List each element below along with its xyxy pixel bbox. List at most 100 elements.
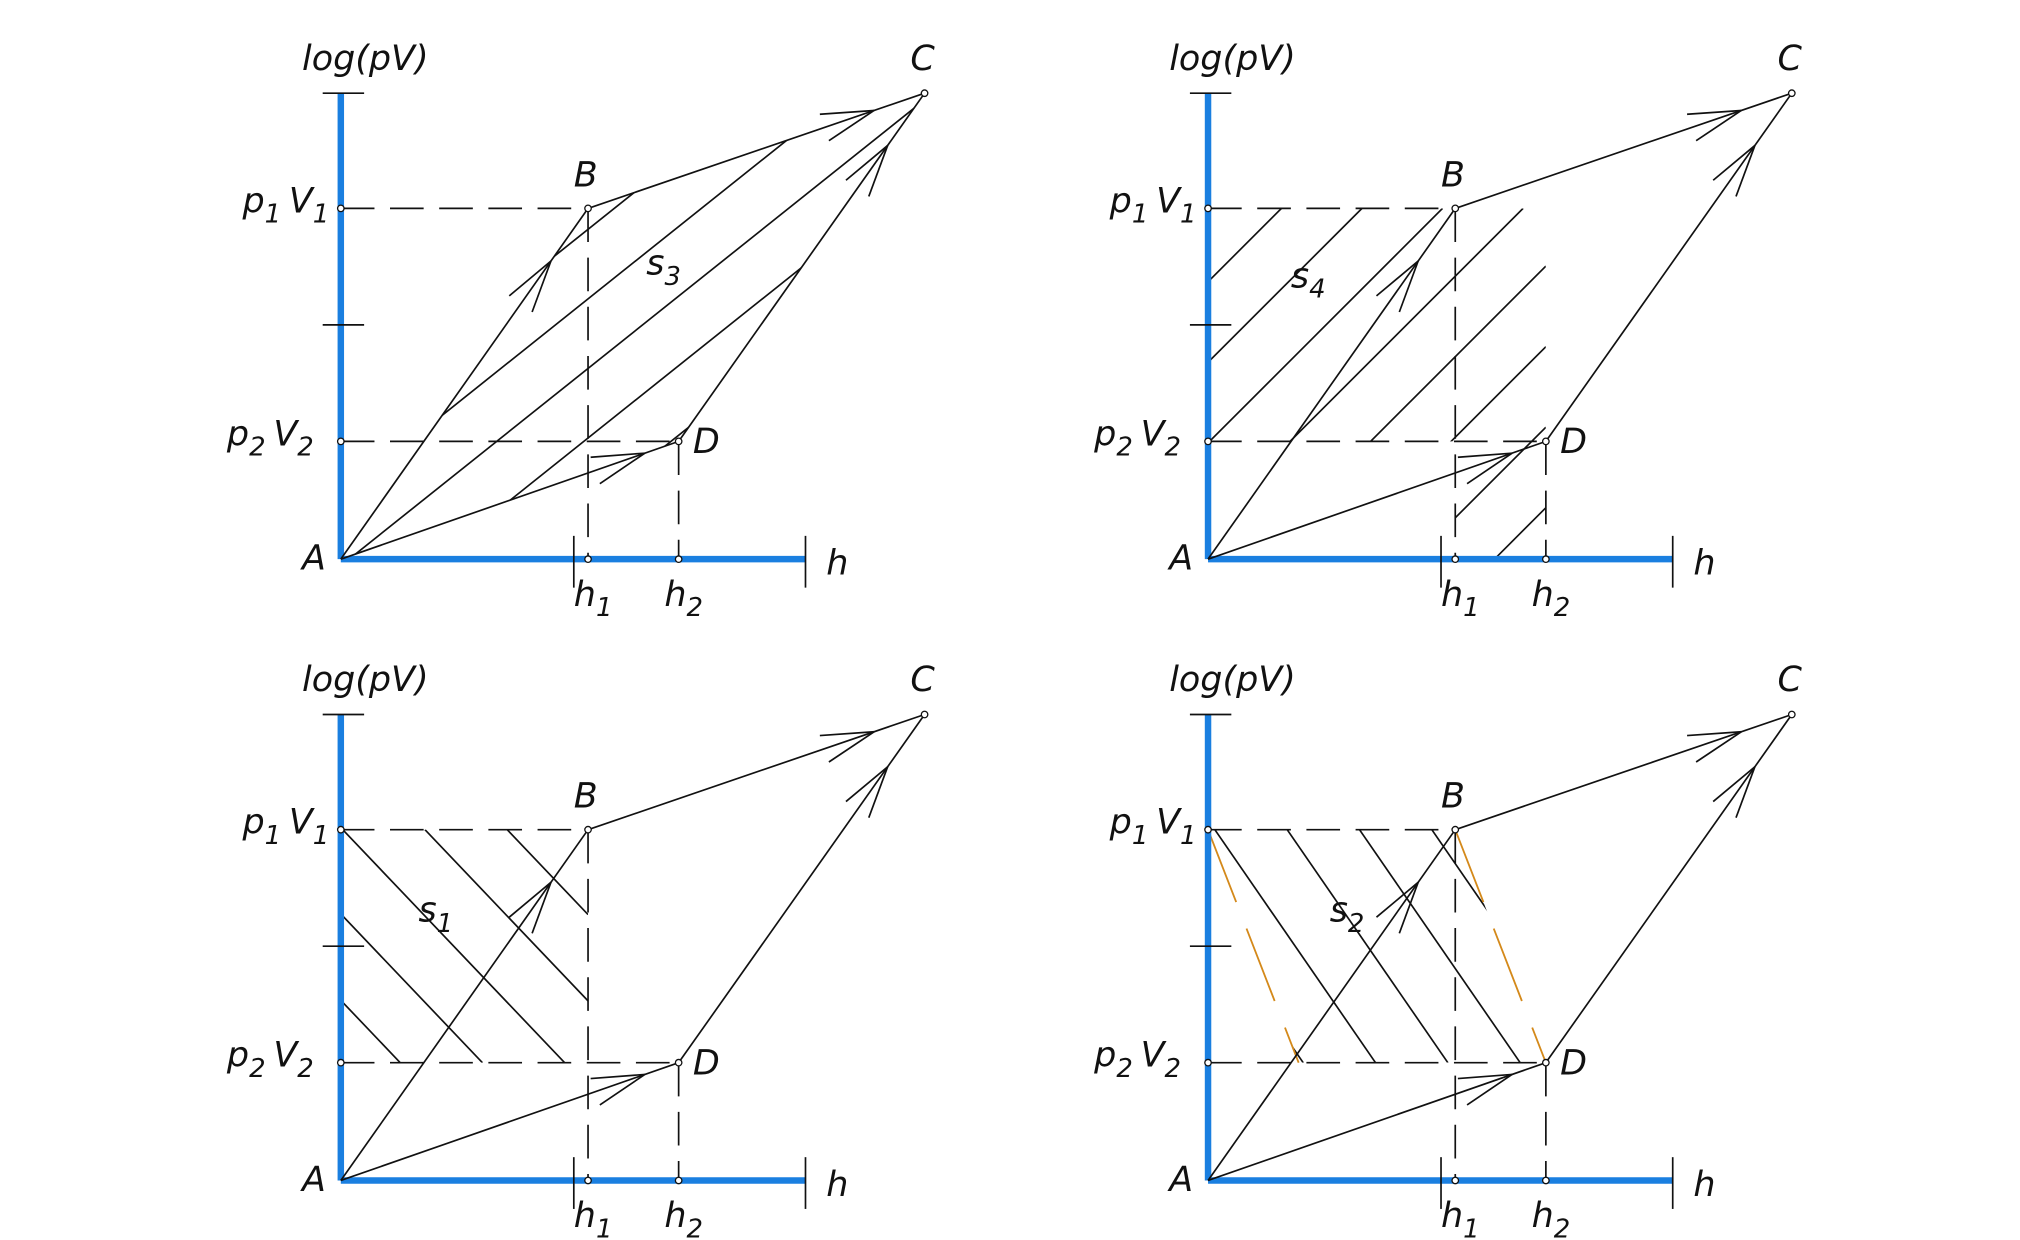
hatch-line [1493,507,1546,560]
tick-label-h2-text: h [1532,575,1554,615]
tick-label-p2v2-v: V [1141,414,1167,454]
tick-label-h2-text: h [664,575,686,615]
point-label-c: C [1778,660,1803,700]
tick-label-p1v1-v: V [1156,181,1182,221]
point-label-b: B [1441,155,1465,195]
path-a-d-arrowhead [1457,452,1513,459]
point-marker [584,1176,592,1185]
point-label-d-text: D [693,1043,720,1083]
area-label-s4: s4 [1291,256,1326,304]
point-marker [920,89,929,98]
point-marker [1541,1176,1550,1185]
path-a-d-arrowhead [1457,1073,1513,1080]
path-b-c-arrowhead [819,109,875,116]
tick-label-h2: h2 [1532,1196,1571,1240]
hatch-area-s2 [1208,829,1546,1063]
path-a-d [1207,1061,1547,1182]
path-a-d [340,440,679,560]
tick-label-h1-text: h [1441,1196,1463,1236]
y-axis-label: log(pV) [302,39,429,79]
path-b-c [587,92,925,210]
path-a-b-arrowhead [1375,881,1419,918]
hatch-area-s3 [340,93,925,560]
tick-label-p2v2-v_sub: 2 [1164,433,1180,463]
path-d-c-arrowhead [867,766,889,818]
point-marker [674,555,683,564]
point-marker [674,437,683,446]
area-label-s3: s3 [646,243,681,291]
point-marker [336,1058,345,1067]
tick-label-p1v1-p_sub: 1 [265,200,281,230]
hatch-line [1358,829,1521,1063]
path-d-c-arrowhead [845,144,889,181]
point-label-a: A [300,1160,326,1200]
point-marker [336,825,345,834]
area-label-s2-subscript: 2 [1348,909,1364,939]
tick-label-h2: h2 [664,575,703,623]
point-label-c-text: C [1778,660,1803,700]
tick-label-p2v2-p: p [1093,1036,1116,1076]
hatch-line [522,238,925,560]
hatch-line [340,999,401,1063]
point-label-c-text: C [910,660,935,700]
point-marker [1451,1176,1460,1185]
tick-label-p2v2-p: p [1093,414,1116,454]
x-axis-label-text: h [826,1165,848,1205]
point-marker [1451,825,1460,834]
x-axis-label: h [1693,544,1715,584]
tick-label-p1v1-v_sub: 1 [313,821,329,851]
hatch-line [424,829,589,1002]
tick-label-h2-text: h [1532,1196,1554,1236]
path-a-b-arrowhead [1398,882,1419,934]
path-a-d-arrowhead [599,452,646,485]
path-b-c-arrowhead [1695,109,1742,142]
point-label-a-text: A [1167,539,1193,579]
tick-label-p1v1-v: V [289,803,315,843]
tick-label-h1: h1 [574,1196,613,1240]
x-axis-label-text: h [1693,1165,1715,1205]
tick-label-h2: h2 [664,1196,703,1240]
y-axis-label: log(pV) [302,660,429,700]
point-marker [1204,825,1212,834]
path-a-b-arrowhead [531,882,552,934]
tick-label-p2v2-p_sub: 2 [1116,1054,1132,1084]
path-a-b [1207,207,1456,560]
hatch-line [1208,208,1363,363]
path-a-d-arrowhead [1466,452,1513,485]
path-d-c-arrowhead [845,766,889,803]
point-label-c: C [910,39,935,79]
hatch-line [340,93,672,358]
tick-label-p1v1-p: p [1109,181,1132,221]
point-label-b-text: B [1441,777,1465,817]
area-label-s3-text: s [646,243,664,283]
area-label-s2: s2 [1330,891,1365,939]
tick-label-p1v1-p: p [1109,803,1132,843]
path-a-d-arrowhead [599,1073,646,1106]
hatch-line [342,829,566,1063]
tick-label-h2-subscript: 2 [1554,593,1570,623]
tick-label-h1: h1 [574,575,613,623]
hatch-line [340,93,498,219]
tick-label-h1-text: h [574,575,596,615]
tick-label-p2v2-p_sub: 2 [1116,433,1132,463]
path-b-c [1454,92,1793,210]
tick-label-p1v1-p: p [241,181,264,221]
path-a-d-arrowhead [590,1073,645,1080]
point-label-d-text: D [1560,422,1587,462]
x-axis-label-text: h [1693,544,1715,584]
hatch-line [340,93,411,150]
path-b-c [587,713,925,831]
point-label-b: B [574,777,598,817]
path-b-c-arrowhead [828,109,875,142]
area-label-s4-text: s [1291,256,1309,296]
path-a-b-arrowhead [531,260,552,313]
area-label-s4-subscript: 4 [1309,275,1325,305]
point-label-b: B [574,155,598,195]
hatch-line [1208,208,1444,444]
tick-label-p2v2-p: p [226,1036,249,1076]
tick-label-p1v1-v: V [289,181,315,221]
